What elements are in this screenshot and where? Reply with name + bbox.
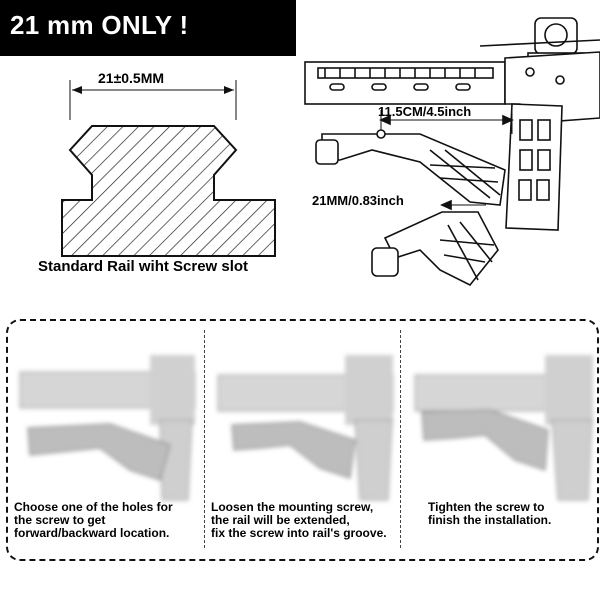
step-divider [204,330,205,548]
step-divider [400,330,401,548]
rifle-with-grip-drawing [304,17,600,231]
step2-illustration [217,355,394,501]
rail-profile-caption: Standard Rail wiht Screw slot [38,258,249,275]
step3-instructions: Tighten the screw to finish the installa… [428,501,551,527]
detached-grip-drawing [371,199,499,287]
step1-line: the screw to get [14,513,106,527]
rail-width-label: 21±0.5MM [98,70,165,86]
width-dimension-label: 21MM/0.83inch [312,193,404,208]
installation-steps-panel [6,319,599,561]
step1-illustration [19,355,196,501]
step1-line: forward/backward location. [14,526,170,540]
length-dimension-label: 11.5CM/4.5inch [378,104,472,119]
step3-line: finish the installation. [428,513,552,527]
rail-profile-crosssection [61,80,276,257]
step2-line: the rail will be extended, [211,513,350,527]
step3-illustration [414,355,593,501]
step2-instructions: Loosen the mounting screw, the rail will… [211,501,387,540]
step1-instructions: Choose one of the holes for the screw to… [14,501,173,540]
step2-line: Loosen the mounting screw, [211,500,374,514]
step3-line: Tighten the screw to [428,500,545,514]
banner-text: 21 mm ONLY ! [10,10,189,40]
step2-line: fix the screw into rail's groove. [211,526,387,540]
title-banner: 21 mm ONLY ! [0,0,296,56]
step1-line: Choose one of the holes for [14,500,173,514]
